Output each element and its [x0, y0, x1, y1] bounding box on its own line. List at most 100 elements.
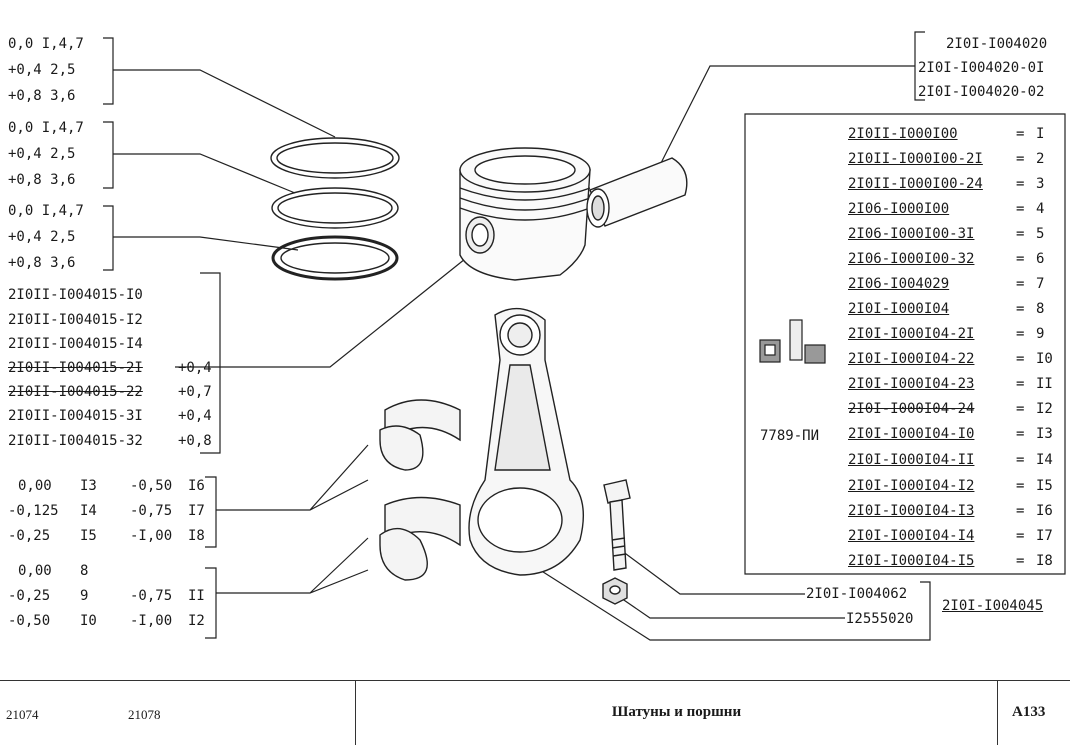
footer-model-1: 21074: [6, 707, 39, 722]
bearing-size: -I,00: [130, 613, 173, 629]
bracket-bearing-bottom: [205, 567, 217, 639]
leader-bolt: [617, 547, 805, 595]
rod-code: 2I0I-I000I04-I3: [848, 503, 975, 519]
bearing-size: -0,75: [130, 588, 173, 604]
bolt-code: 2I0I-I004062: [806, 586, 908, 602]
ring-size-line: 0,0 I,4,7: [8, 203, 84, 219]
part-code: 2I0II-I004015-22: [8, 384, 143, 400]
ring-size-line: +0,8 3,6: [8, 255, 76, 271]
rod-code: 2I0I-I000I04-22: [848, 351, 975, 367]
connecting-rod: [468, 307, 585, 576]
leader-bearing-bottom: [216, 537, 369, 594]
bearing-size: 0,00: [18, 478, 52, 494]
rod-num: I5: [1036, 478, 1053, 494]
rod-num: I2: [1036, 401, 1053, 417]
rod-code: 2I0II-I000I00: [848, 126, 958, 142]
bracket-assembly: [920, 581, 931, 641]
bearing-num: I3: [80, 478, 97, 494]
leader-ring-2: [113, 153, 296, 194]
leader-ring-1: [113, 69, 336, 138]
bracket-ring-parts: [200, 272, 221, 454]
ring-size-line: +0,8 3,6: [8, 172, 76, 188]
leader-rod: [539, 569, 920, 641]
bearing-size: -0,25: [8, 588, 51, 604]
bearing-num: I7: [188, 503, 205, 519]
bearing-num: 9: [80, 588, 89, 604]
assembly-code: 2I0I-I004045: [942, 598, 1044, 614]
pin-code: 2I0I-I004020-02: [918, 84, 1045, 100]
part-code: 2I0II-I004015-32: [8, 433, 143, 449]
eq-sign: =: [1016, 426, 1025, 442]
part-code: 2I0II-I004015-I0: [8, 287, 143, 303]
eq-sign: =: [1016, 301, 1025, 317]
eq-sign: =: [1016, 276, 1025, 292]
bearing-num: I6: [188, 478, 205, 494]
bracket-ring-2: [103, 121, 114, 189]
rod-code: 2I0I-I000I04-23: [848, 376, 975, 392]
rod-code: 2I0I-I000I04-I4: [848, 528, 975, 544]
eq-sign: =: [1016, 351, 1025, 367]
rod-num: 4: [1036, 201, 1045, 217]
piston-pin: [586, 157, 688, 228]
eq-sign: =: [1016, 376, 1025, 392]
footer-divider: [355, 680, 356, 745]
eq-sign: =: [1016, 176, 1025, 192]
eq-sign: =: [1016, 201, 1025, 217]
leader-bearing-top: [216, 444, 369, 511]
eq-sign: =: [1016, 226, 1025, 242]
pin-code: 2I0I-I004020-0I: [918, 60, 1045, 76]
bearing-num: II: [188, 588, 205, 604]
bearing-size: -0,125: [8, 503, 59, 519]
page-title: Шатуны и поршни: [611, 704, 742, 720]
ring-size-line: +0,4 2,5: [8, 146, 76, 162]
table-frame: [744, 113, 1066, 575]
eq-sign: =: [1016, 503, 1025, 519]
rod-code: 2I0I-I000I04-I0: [848, 426, 975, 442]
eq-sign: =: [1016, 528, 1025, 544]
rod-code: 2I0II-I000I00-24: [848, 176, 983, 192]
ring-size-line: 0,0 I,4,7: [8, 120, 84, 136]
part-code: 2I0II-I004015-3I: [8, 408, 143, 424]
bracket-bearing-top: [205, 476, 217, 548]
rod-num: 8: [1036, 301, 1045, 317]
rod-code: 2I0II-I000I00-2I: [848, 151, 983, 167]
rod-num: 5: [1036, 226, 1045, 242]
rod-num: II: [1036, 376, 1053, 392]
bearing-size: -0,50: [8, 613, 51, 629]
eq-sign: =: [1016, 126, 1025, 142]
tool-code: 7789-ПИ: [760, 428, 820, 444]
nut: [602, 577, 628, 605]
rod-code: 2I0I-I000I04-2I: [848, 326, 975, 342]
rod-num: I3: [1036, 426, 1053, 442]
bearing-size: -I,00: [130, 528, 173, 544]
rod-code: 2I06-I000I00: [848, 201, 950, 217]
rod-num: 2: [1036, 151, 1045, 167]
bearing-num: I4: [80, 503, 97, 519]
ring-size-line: +0,4 2,5: [8, 229, 76, 245]
bearing-shells: [379, 399, 461, 581]
rod-code: 2I0I-I000I04-I5: [848, 553, 975, 569]
pin-code: 2I0I-I004020: [946, 36, 1048, 52]
rod-num: 6: [1036, 251, 1045, 267]
footer-divider: [997, 680, 998, 745]
footer-model-2: 21078: [128, 707, 161, 722]
eq-sign: =: [1016, 452, 1025, 468]
page-number: A133: [1012, 704, 1046, 720]
bearing-num: 8: [80, 563, 89, 579]
bearing-num: I5: [80, 528, 97, 544]
bearing-num: I2: [188, 613, 205, 629]
rod-code: 2I06-I000I00-32: [848, 251, 975, 267]
rod-num: I7: [1036, 528, 1053, 544]
ring-size-line: 0,0 I,4,7: [8, 36, 84, 52]
eq-sign: =: [1016, 478, 1025, 494]
leader-ring-3: [113, 236, 299, 251]
rod-code: 2I0I-I000I04-24: [848, 401, 975, 417]
bracket-ring-1: [103, 37, 114, 105]
piston: [459, 147, 591, 281]
ring-size-line: +0,4 2,5: [8, 62, 76, 78]
eq-sign: =: [1016, 326, 1025, 342]
ring-size-line: +0,8 3,6: [8, 88, 76, 104]
bearing-size: -0,50: [130, 478, 173, 494]
nut-code: I2555020: [846, 611, 914, 627]
